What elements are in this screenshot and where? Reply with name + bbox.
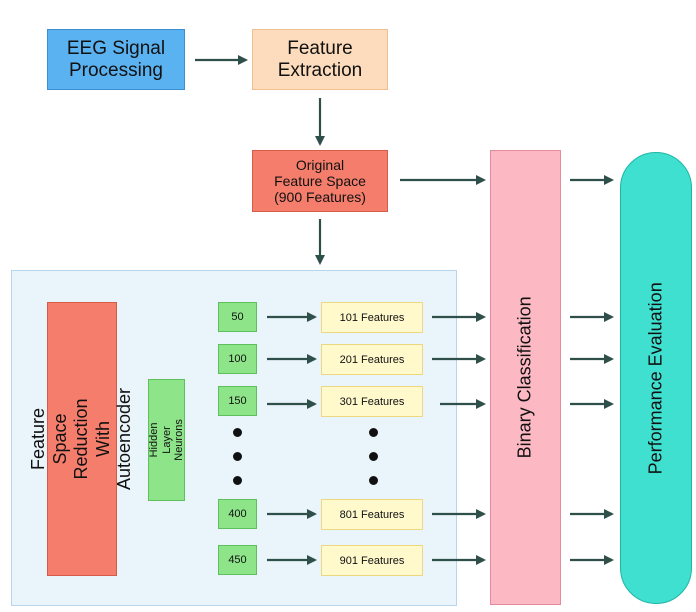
original-feature-space-node: Original Feature Space (900 Features): [252, 150, 388, 212]
ellipsis-dot: [369, 428, 378, 437]
feature-count-box: 101 Features: [321, 302, 423, 333]
neuron-count-box: 150: [218, 386, 257, 416]
neuron-count-box: 400: [218, 499, 257, 529]
feature-extraction-node: Feature Extraction: [252, 29, 388, 90]
feature-space-reduction-node: Feature Space Reduction With Autoencoder: [28, 302, 134, 576]
feature-count-box: 901 Features: [321, 545, 423, 576]
ellipsis-dot: [233, 428, 242, 437]
feature-count-label: 801 Features: [339, 508, 405, 521]
neuron-count-box: 100: [218, 344, 257, 374]
neuron-count-label: 50: [231, 311, 244, 323]
feature-count-box: 301 Features: [321, 386, 423, 417]
binary-classification-node: Binary Classification: [490, 150, 561, 605]
feature-count-box: 201 Features: [321, 344, 423, 375]
neuron-count-box: 450: [218, 545, 257, 575]
feature-count-label: 101 Features: [339, 311, 405, 324]
neuron-count-box: 50: [218, 302, 257, 332]
feature-count-box: 801 Features: [321, 499, 423, 530]
ellipsis-dot: [233, 452, 242, 461]
feature-extraction-label: Feature Extraction: [277, 37, 363, 81]
ellipsis-dot: [369, 476, 378, 485]
neuron-count-label: 400: [228, 508, 247, 520]
feature-count-label: 901 Features: [339, 554, 405, 567]
hidden-layer-neurons-node: Hidden Layer Neurons: [148, 379, 185, 501]
eeg-signal-processing-node: EEG Signal Processing: [47, 29, 185, 90]
neuron-count-label: 450: [228, 554, 247, 566]
eeg-signal-processing-label: EEG Signal Processing: [66, 37, 166, 81]
feature-count-label: 201 Features: [339, 353, 405, 366]
ellipsis-dot: [369, 452, 378, 461]
original-feature-space-label: Original Feature Space (900 Features): [274, 156, 366, 206]
neuron-count-label: 150: [228, 395, 247, 407]
performance-evaluation-node: Performance Evaluation: [620, 152, 692, 604]
ellipsis-dot: [233, 476, 242, 485]
neuron-count-label: 100: [228, 353, 247, 365]
feature-count-label: 301 Features: [339, 395, 405, 408]
